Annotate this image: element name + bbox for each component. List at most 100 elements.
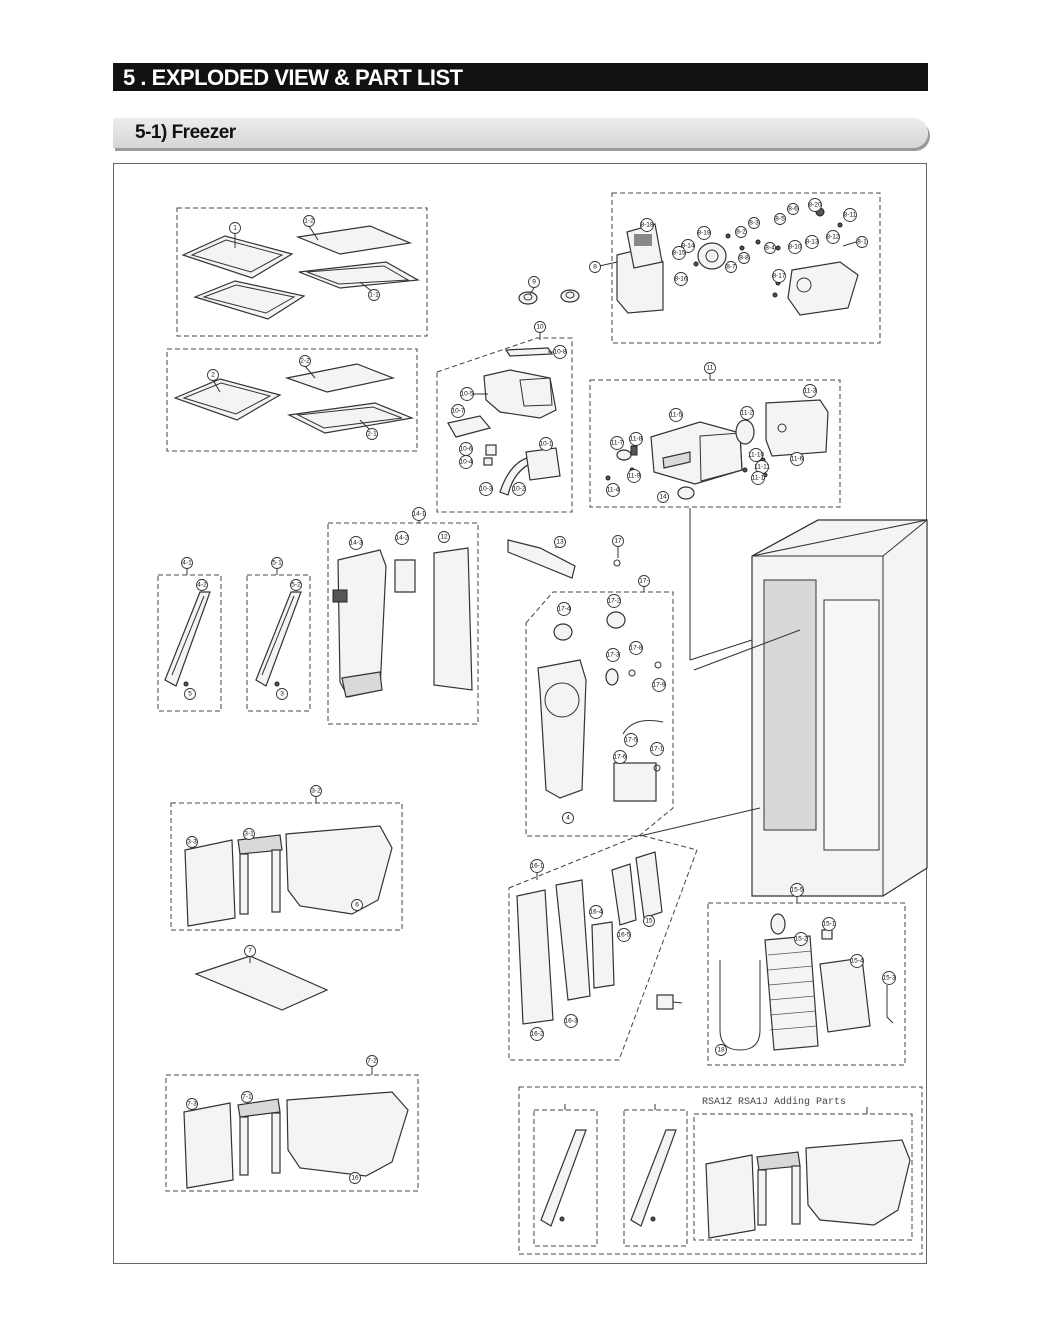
part-callout: 13: [554, 536, 566, 548]
part-callout: 14-3: [349, 536, 363, 550]
fan-assembly: [537, 611, 664, 802]
part-callout: 11: [704, 362, 716, 374]
part-callout: 1-1: [368, 289, 380, 301]
part-6-tray: [194, 955, 329, 1011]
part-callout-label: 15-1: [822, 921, 835, 928]
part-callout-label: 8-15: [672, 250, 685, 257]
part-callout-label: 16-1: [530, 863, 543, 870]
part-callout-label: 15-5: [790, 887, 803, 894]
part-callout: 17-8: [629, 641, 643, 655]
adding-rail-4: [540, 1129, 587, 1227]
part-callout-label: 17-2: [607, 598, 620, 605]
part-callout-label: 10-5: [460, 391, 473, 398]
part-callout: 11-7: [610, 436, 624, 450]
case-7-assembly: [183, 1091, 409, 1189]
part-callout-label: 10-6: [459, 446, 472, 453]
part-callout: 14-1: [412, 507, 426, 521]
part-callout-label: 8-13: [805, 239, 818, 246]
part-callout-label: 8-4: [765, 245, 775, 252]
group-box-cover-evap: [508, 834, 698, 1061]
part-callout-label: 8-6: [788, 206, 798, 213]
part-callout-label: 16: [351, 1175, 359, 1182]
part-callout: 11-1: [751, 471, 765, 485]
part-callout: 17-: [638, 575, 650, 587]
part-callout: 7-3: [186, 1098, 198, 1110]
part-callout-label: 8-16: [674, 276, 687, 283]
part-callout-label: 4: [566, 815, 570, 822]
dispenser-cover-assembly: [332, 547, 473, 698]
part-callout: 1: [229, 222, 241, 234]
adding-parts-note: RSA1Z RSA1J Adding Parts: [702, 1096, 846, 1108]
part-callout-label: 8-11: [844, 212, 857, 219]
part-callout-label: 8-10: [788, 244, 801, 251]
refrigerator-cabinet: [639, 519, 928, 897]
part-callout: 15-1: [822, 917, 836, 931]
part-callout-label: 3-1: [244, 831, 254, 838]
part-callout: 17: [612, 535, 624, 547]
part-callout: 10-1: [539, 437, 553, 451]
part-callout: 16-3: [564, 1014, 578, 1028]
part-13-clip: [613, 559, 621, 567]
shelf-2-assembly: [173, 363, 415, 434]
part-callout-label: 10: [536, 324, 544, 331]
part-callout: 16: [349, 1172, 361, 1184]
part-callout: 11-9: [627, 469, 641, 483]
part-callout-label: 7: [248, 948, 252, 955]
part-callout: 11-6: [790, 452, 804, 466]
part-callout-label: 8: [593, 264, 597, 271]
part-callout: 8-3: [748, 217, 760, 229]
part-callout: 2: [207, 369, 219, 381]
group-box-shelf-1: [176, 207, 428, 337]
part-callout-label: 4-1: [182, 560, 192, 567]
group-box-dispenser-cover: [327, 522, 479, 725]
part-callout: 7-2: [366, 1055, 378, 1067]
part-callout: 15-5: [790, 883, 804, 897]
part-callout: 8-17: [772, 269, 786, 283]
part-callout: 10-2: [512, 482, 526, 496]
part-callout-label: 8-20: [808, 202, 821, 209]
part-callout-label: 11-1: [752, 475, 765, 482]
group-box-case-3: [170, 802, 403, 931]
part-callout: 8-13: [805, 235, 819, 249]
part-callout-label: 10-1: [539, 441, 552, 448]
part-callout: 8-20: [808, 198, 822, 212]
group-box-rail-5: [246, 574, 311, 712]
part-callout-label: 3-3: [187, 839, 197, 846]
leader-lines: [186, 225, 868, 1114]
part-callout-label: 16-3: [564, 1018, 577, 1025]
part-callout-label: 6: [355, 902, 359, 909]
part-callout-label: 15-3: [882, 975, 895, 982]
group-box-icemaker: [611, 192, 881, 344]
part-callout: 11-3: [803, 384, 817, 398]
part-callout-label: 1-2: [304, 218, 314, 225]
part-callout-label: 15-4: [850, 958, 863, 965]
part-callout-label: 4-2: [197, 582, 207, 589]
part-callout-label: 11-10: [748, 452, 765, 459]
part-callout-label: 14-2: [395, 535, 408, 542]
group-box-fan-assy: [525, 591, 674, 837]
part-callout: 8-19: [697, 226, 711, 240]
group-box-evaporator: [707, 902, 906, 1066]
part-callout: 7-1: [241, 1091, 253, 1103]
part-callout-label: 5-2: [291, 582, 301, 589]
part-callout-label: 1-1: [369, 292, 379, 299]
case-3-assembly: [184, 825, 393, 927]
part-callout-label: 17-1: [650, 746, 663, 753]
group-box-adding-rail-4: [533, 1109, 598, 1247]
part-callout: 8: [589, 261, 601, 273]
part-callout-label: 10-7: [451, 408, 464, 415]
part-callout: 14: [657, 491, 669, 503]
part-callout: 17-9: [652, 678, 666, 692]
part-callout: 17-6: [613, 750, 627, 764]
part-callout: 8-4: [764, 242, 776, 254]
part-callout-label: 9: [532, 279, 536, 286]
part-callout-label: 2: [211, 372, 215, 379]
part-callout: 8-15: [672, 246, 686, 260]
part-callout-label: 11-2: [741, 410, 754, 417]
group-box-adding-parts: [518, 1086, 923, 1255]
part-callout: 8-8: [738, 252, 750, 264]
rail-4-assembly: [164, 591, 211, 687]
group-box-rail-4: [157, 574, 222, 712]
part-callout-label: 16-2: [530, 1031, 543, 1038]
part-callout: 8-12: [826, 230, 840, 244]
